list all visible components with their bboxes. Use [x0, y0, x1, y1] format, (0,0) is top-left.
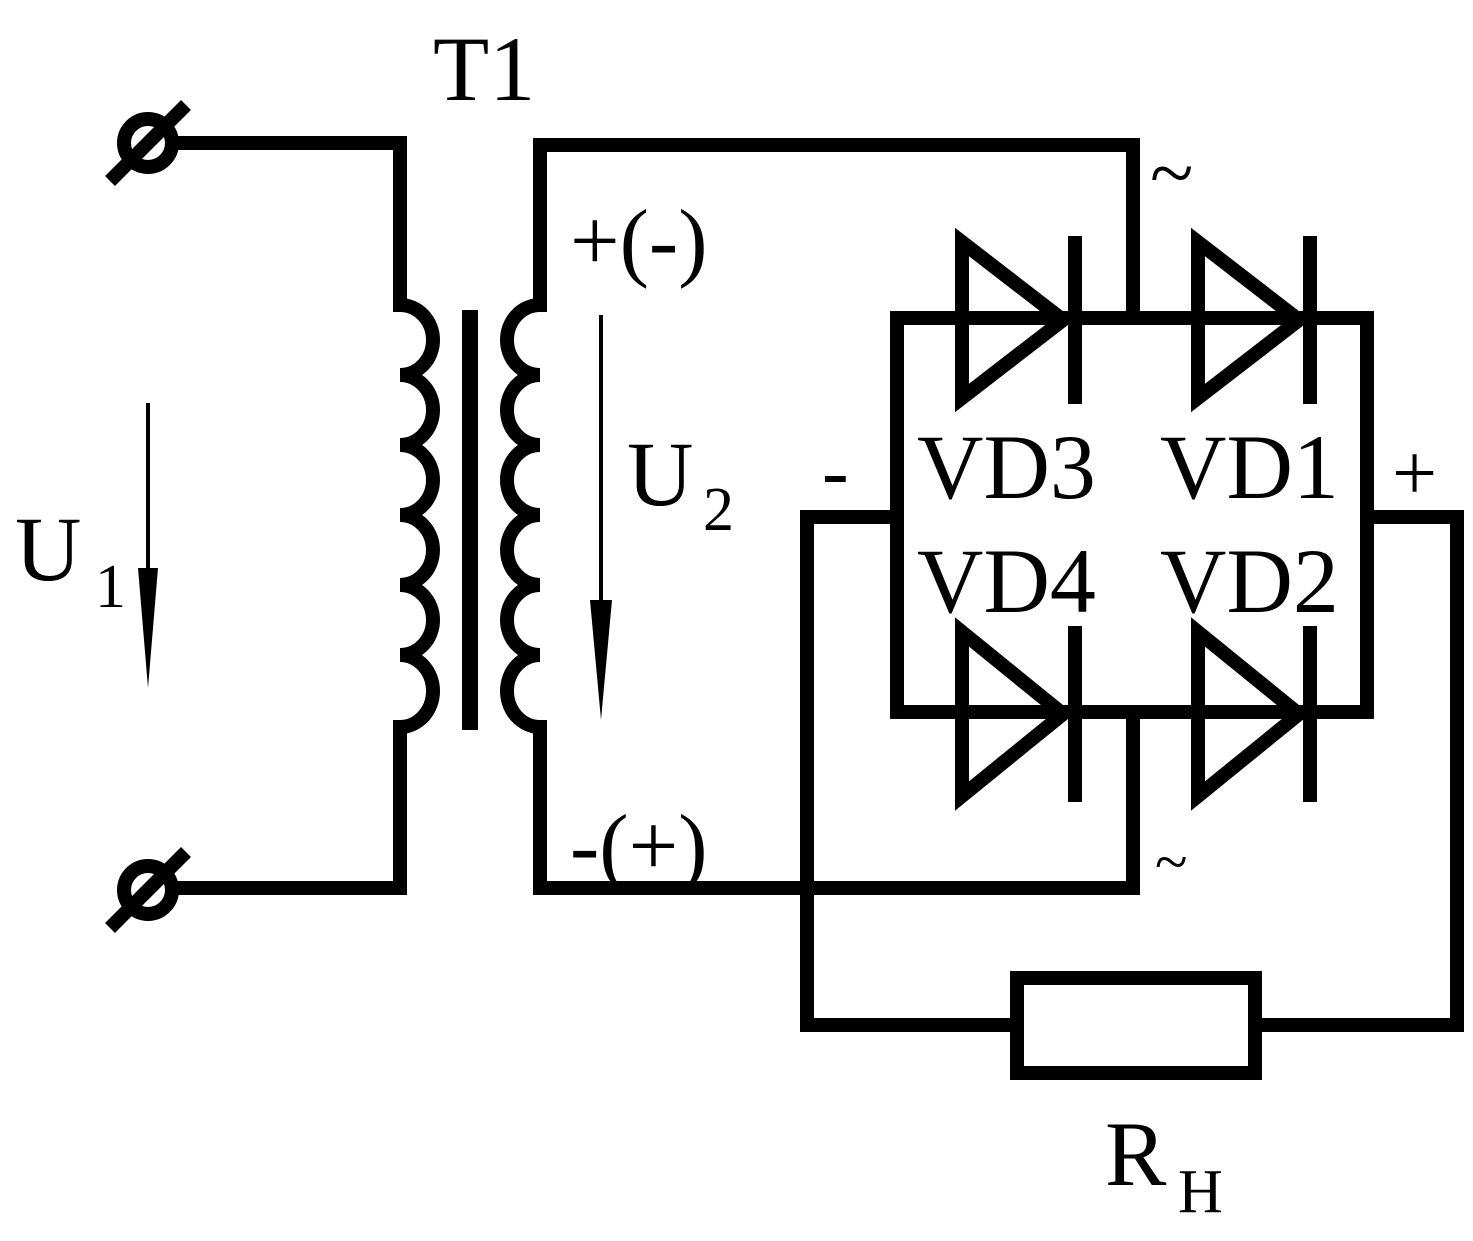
bottom-polarity-label: -(+)	[570, 798, 708, 895]
u2-arrow	[590, 315, 612, 720]
load-resistor	[1010, 971, 1262, 1080]
diode-vd2	[1191, 617, 1317, 811]
diode-vd1-label: VD1	[1160, 416, 1339, 518]
u2-label: U	[627, 423, 693, 525]
diode-vd1	[1191, 227, 1317, 413]
dc-plus-wire	[1248, 510, 1464, 1032]
primary-wire-top	[165, 136, 407, 312]
u1-subscript: 1	[95, 553, 126, 621]
secondary-wire-top	[533, 138, 1140, 325]
primary-wire-bottom	[165, 720, 407, 895]
diode-vd4	[955, 617, 1082, 811]
diode-vd4-label: VD4	[917, 530, 1096, 632]
u1-arrow	[138, 403, 158, 688]
ac-bottom-label: ~	[1155, 829, 1187, 895]
ac-top-label: ~	[1150, 130, 1193, 218]
u1-label: U	[15, 498, 81, 600]
dc-plus-label: +	[1392, 430, 1437, 518]
u2-subscript: 2	[703, 476, 734, 544]
secondary-winding	[500, 298, 541, 734]
dc-minus-label: -	[822, 428, 849, 516]
diode-vd3	[955, 227, 1082, 413]
secondary-wire-bottom	[533, 705, 1140, 895]
dc-minus-wire	[800, 510, 1024, 1032]
top-polarity-label: +(-)	[570, 193, 708, 290]
transformer-label: T1	[433, 18, 535, 120]
diode-vd2-label: VD2	[1160, 530, 1339, 632]
load-label: R	[1105, 1103, 1167, 1205]
primary-winding	[399, 298, 440, 734]
load-subscript: H	[1178, 1158, 1223, 1226]
diode-vd3-label: VD3	[917, 416, 1096, 518]
